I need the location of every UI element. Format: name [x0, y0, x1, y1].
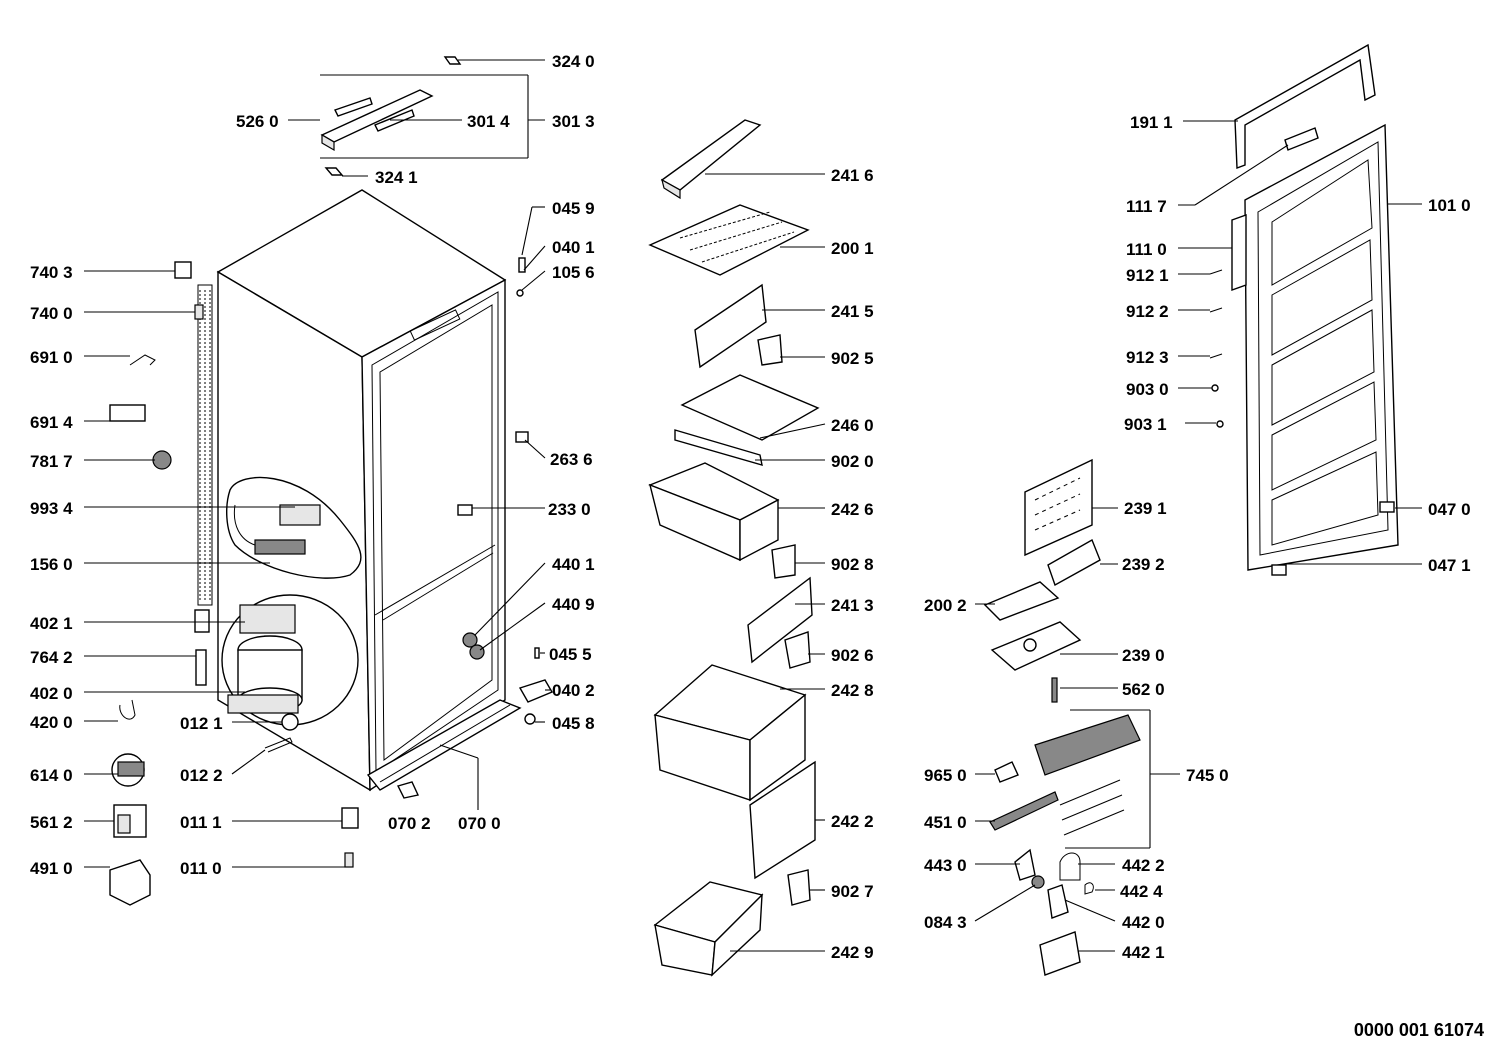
label-9123: 912 3 — [1126, 348, 1169, 367]
label-4420: 442 0 — [1122, 913, 1165, 932]
label-1911: 191 1 — [1130, 113, 1173, 132]
label-2428: 242 8 — [831, 681, 874, 700]
label-2636: 263 6 — [550, 450, 593, 469]
label-0122: 012 2 — [180, 766, 223, 785]
compressor-detail — [221, 594, 359, 726]
door-assembly — [1209, 43, 1399, 576]
label-9020: 902 0 — [831, 452, 874, 471]
label-7450: 745 0 — [1186, 766, 1229, 785]
left-small-parts — [109, 261, 420, 906]
label-5620: 562 0 — [1122, 680, 1165, 699]
label-2391: 239 1 — [1124, 499, 1167, 518]
label-3014: 301 4 — [467, 112, 510, 131]
label-0702: 070 2 — [388, 814, 431, 833]
label-9121: 912 1 — [1126, 266, 1169, 285]
label-1117: 111 7 — [1126, 197, 1167, 216]
label-2390: 239 0 — [1122, 646, 1165, 665]
label-7817: 781 7 — [30, 452, 73, 471]
label-4021: 402 1 — [30, 614, 73, 633]
label-2002: 200 2 — [924, 596, 967, 615]
label-4424: 442 4 — [1120, 882, 1163, 901]
label-1056: 105 6 — [552, 263, 595, 282]
label-6140: 614 0 — [30, 766, 73, 785]
label-0110: 011 0 — [180, 859, 222, 878]
label-4020: 402 0 — [30, 684, 73, 703]
label-1010: 101 0 — [1428, 196, 1471, 215]
leader-lines — [84, 59, 1422, 952]
label-5260: 526 0 — [236, 112, 279, 131]
label-9026: 902 6 — [831, 646, 874, 665]
label-2460: 246 0 — [831, 416, 874, 435]
label-9934: 993 4 — [30, 499, 73, 518]
label-9025: 902 5 — [831, 349, 874, 368]
label-0402: 040 2 — [552, 681, 595, 700]
label-7642: 764 2 — [30, 648, 73, 667]
label-0843: 084 3 — [924, 913, 967, 932]
interior-parts — [648, 119, 820, 977]
label-6914: 691 4 — [30, 413, 73, 432]
label-0401: 040 1 — [552, 238, 595, 257]
cabinet-right-small-parts — [457, 257, 554, 725]
label-3240: 324 0 — [552, 52, 595, 71]
label-4409: 440 9 — [552, 595, 595, 614]
evaporator-assembly — [983, 458, 1151, 976]
label-6910: 691 0 — [30, 348, 73, 367]
label-0470: 047 0 — [1428, 500, 1471, 519]
label-3241: 324 1 — [375, 168, 418, 187]
label-0121: 012 1 — [180, 714, 223, 733]
label-0700: 070 0 — [458, 814, 501, 833]
label-4910: 491 0 — [30, 859, 73, 878]
label-0458: 045 8 — [552, 714, 595, 733]
label-2392: 239 2 — [1122, 555, 1165, 574]
label-2001: 200 1 — [831, 239, 874, 258]
label-0455: 045 5 — [549, 645, 592, 664]
label-2416: 241 6 — [831, 166, 874, 185]
label-7403: 740 3 — [30, 263, 73, 282]
condenser-coil — [197, 284, 213, 606]
label-4401: 440 1 — [552, 555, 595, 574]
label-5612: 561 2 — [30, 813, 73, 832]
label-4510: 451 0 — [924, 813, 967, 832]
control-panel-detail — [226, 476, 362, 579]
part-labels: 324 0 526 0 301 4 301 3 324 1 045 9 040 … — [30, 52, 1471, 962]
label-9031: 903 1 — [1124, 415, 1167, 434]
label-9122: 912 2 — [1126, 302, 1169, 321]
label-7400: 740 0 — [30, 304, 73, 323]
label-4421: 442 1 — [1122, 943, 1165, 962]
label-0459: 045 9 — [552, 199, 595, 218]
label-2426: 242 6 — [831, 500, 874, 519]
document-number: 0000 001 61074 — [1353, 1020, 1484, 1040]
label-0471: 047 1 — [1428, 556, 1471, 575]
label-1560: 156 0 — [30, 555, 73, 574]
label-1110: 111 0 — [1126, 240, 1167, 259]
label-2413: 241 3 — [831, 596, 874, 615]
label-2330: 233 0 — [548, 500, 591, 519]
label-3013: 301 3 — [552, 112, 595, 131]
label-0111: 011 1 — [180, 813, 222, 832]
label-4422: 442 2 — [1122, 856, 1165, 875]
label-2429: 242 9 — [831, 943, 874, 962]
label-4200: 420 0 — [30, 713, 73, 732]
label-9027: 902 7 — [831, 882, 874, 901]
label-2422: 242 2 — [831, 812, 874, 831]
label-9030: 903 0 — [1126, 380, 1169, 399]
label-4430: 443 0 — [924, 856, 967, 875]
label-9028: 902 8 — [831, 555, 874, 574]
label-9650: 965 0 — [924, 766, 967, 785]
label-2415: 241 5 — [831, 302, 874, 321]
